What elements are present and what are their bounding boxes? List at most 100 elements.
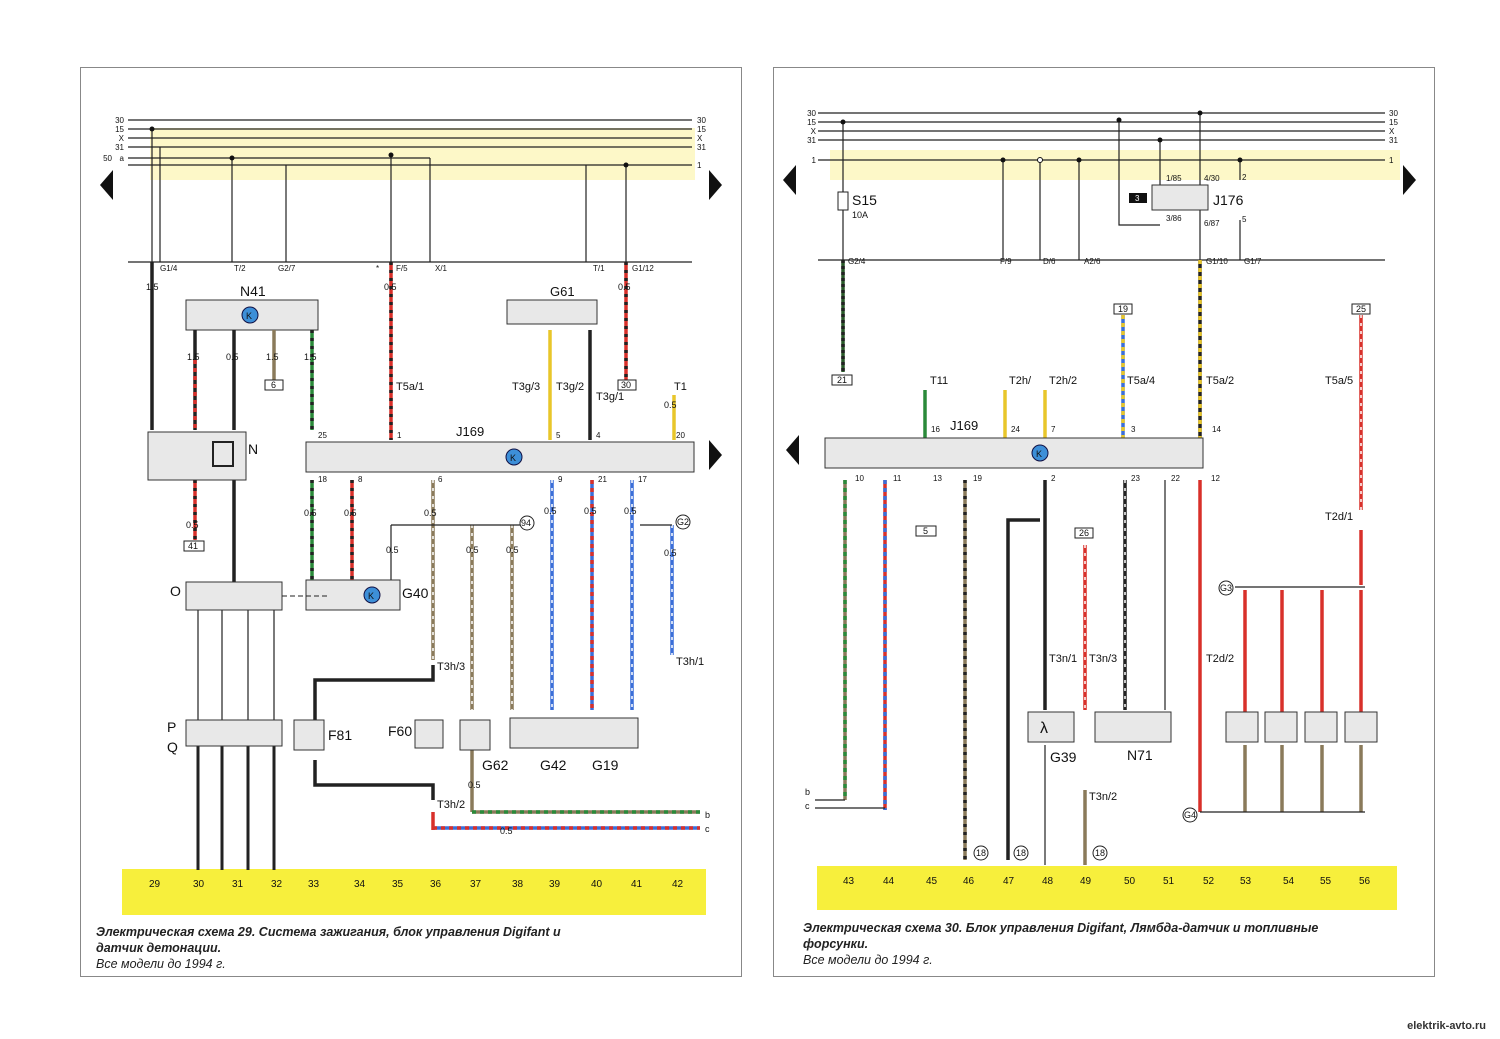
rail-label: 15 <box>807 118 816 127</box>
connector-label: T/1 <box>593 264 605 273</box>
svg-text:1.5: 1.5 <box>266 352 279 362</box>
svg-text:14: 14 <box>1212 425 1221 434</box>
right-caption-subtitle: Все модели до 1994 г. <box>803 953 933 967</box>
bus-number: 46 <box>963 876 975 887</box>
svg-text:0.5: 0.5 <box>624 506 637 516</box>
page-arrow-right <box>709 440 722 470</box>
svg-text:1.5: 1.5 <box>304 352 317 362</box>
bus-number: 44 <box>883 876 895 887</box>
right-diagram: 30 15 X 31 1 30 15 X 31 1 <box>783 109 1416 910</box>
bus-number: 47 <box>1003 876 1015 887</box>
rail-label: 31 <box>807 136 816 145</box>
injector <box>1304 711 1338 743</box>
svg-text:G3: G3 <box>1220 583 1232 593</box>
svg-text:94: 94 <box>521 518 531 528</box>
o-label: O <box>170 583 181 599</box>
svg-text:0.5: 0.5 <box>304 508 317 518</box>
left-diagram: 30 15 X 31 50 a 30 15 X 31 1 <box>100 116 722 915</box>
bus-number: 31 <box>232 879 244 890</box>
svg-text:23: 23 <box>1131 474 1140 483</box>
svg-text:0.5: 0.5 <box>226 352 239 362</box>
j176-label: J176 <box>1213 192 1244 208</box>
p-label: P <box>167 719 176 735</box>
svg-text:0.5: 0.5 <box>344 508 357 518</box>
f81-box <box>293 719 325 751</box>
svg-text:18: 18 <box>1016 848 1026 858</box>
bus-number: 32 <box>271 879 283 890</box>
svg-text:0.5: 0.5 <box>384 282 397 292</box>
bus-number: 42 <box>672 879 684 890</box>
svg-text:c: c <box>805 801 810 811</box>
svg-text:7: 7 <box>1051 425 1056 434</box>
left-caption: Электрическая схема 29. Система зажигани… <box>96 924 586 972</box>
s15-label: S15 <box>852 192 877 208</box>
injector <box>1225 711 1259 743</box>
svg-text:G4: G4 <box>1184 810 1196 820</box>
svg-text:9: 9 <box>558 475 563 484</box>
svg-text:21: 21 <box>598 475 607 484</box>
connector-tag: T2d/1 <box>1325 511 1353 523</box>
bus-number: 35 <box>392 879 404 890</box>
n-label: N <box>248 441 258 457</box>
svg-text:0.5: 0.5 <box>544 506 557 516</box>
j169-box <box>305 441 695 473</box>
bus-number: 29 <box>149 879 161 890</box>
connector-tag: T3h/3 <box>437 661 465 673</box>
g39-label: G39 <box>1050 749 1077 765</box>
svg-text:19: 19 <box>1118 304 1128 314</box>
svg-text:17: 17 <box>638 475 647 484</box>
rail-label-right: 1 <box>1389 156 1394 165</box>
connector-tag: T5a/2 <box>1206 375 1234 387</box>
connector-label: X/1 <box>435 264 448 273</box>
page-arrow-left <box>786 435 799 465</box>
rail-label-right: X <box>697 134 703 143</box>
svg-text:0.5: 0.5 <box>664 548 677 558</box>
svg-text:1.5: 1.5 <box>146 282 159 292</box>
injector <box>1264 711 1298 743</box>
connector-label: T/2 <box>234 264 246 273</box>
connector-tag: T3h/1 <box>676 656 704 668</box>
svg-text:5: 5 <box>556 431 561 440</box>
rail-label: 30 <box>807 109 816 118</box>
wire-size: 0.5 <box>500 826 513 836</box>
rail-label: 50 <box>103 154 112 163</box>
svg-text:G2: G2 <box>677 517 689 527</box>
svg-text:0.5: 0.5 <box>584 506 597 516</box>
svg-text:41: 41 <box>188 541 198 551</box>
watermark: elektrik-avto.ru <box>1407 1020 1486 1032</box>
connector-label: G2/7 <box>278 264 296 273</box>
svg-text:1/85: 1/85 <box>1166 174 1182 183</box>
connector-label: G1/4 <box>160 264 178 273</box>
connector-label: G1/7 <box>1244 257 1262 266</box>
bus-number: 33 <box>308 879 320 890</box>
bus-number: 41 <box>631 879 643 890</box>
svg-text:0.5: 0.5 <box>424 508 437 518</box>
s15-fuse <box>837 191 849 211</box>
svg-text:K: K <box>368 591 374 601</box>
left-caption-subtitle: Все модели до 1994 г. <box>96 957 226 971</box>
svg-text:22: 22 <box>1171 474 1180 483</box>
svg-text:11: 11 <box>893 474 902 483</box>
connector-tag: T3n/1 <box>1049 653 1077 665</box>
g42-g19-box <box>509 717 639 749</box>
svg-text:0.5: 0.5 <box>506 545 519 555</box>
f60-label: F60 <box>388 723 412 739</box>
rail-label: 15 <box>115 125 124 134</box>
svg-text:5: 5 <box>923 526 928 536</box>
q-label: Q <box>167 739 178 755</box>
g40-box <box>305 579 401 611</box>
connector-tag: T3n/2 <box>1089 791 1117 803</box>
svg-text:0.5: 0.5 <box>386 545 399 555</box>
bus-number: 43 <box>843 876 855 887</box>
svg-text:b: b <box>705 810 710 820</box>
svg-text:18: 18 <box>976 848 986 858</box>
connector-tag: T11 <box>930 375 948 387</box>
svg-text:λ: λ <box>1040 720 1048 737</box>
svg-text:0.5: 0.5 <box>186 520 199 530</box>
svg-text:c: c <box>705 824 710 834</box>
connector-tag: T3g/1 <box>596 391 624 403</box>
connector-tag: T3g/2 <box>556 381 584 393</box>
page-arrow-right <box>1403 165 1416 195</box>
svg-text:3/86: 3/86 <box>1166 214 1182 223</box>
n-box <box>147 431 247 481</box>
